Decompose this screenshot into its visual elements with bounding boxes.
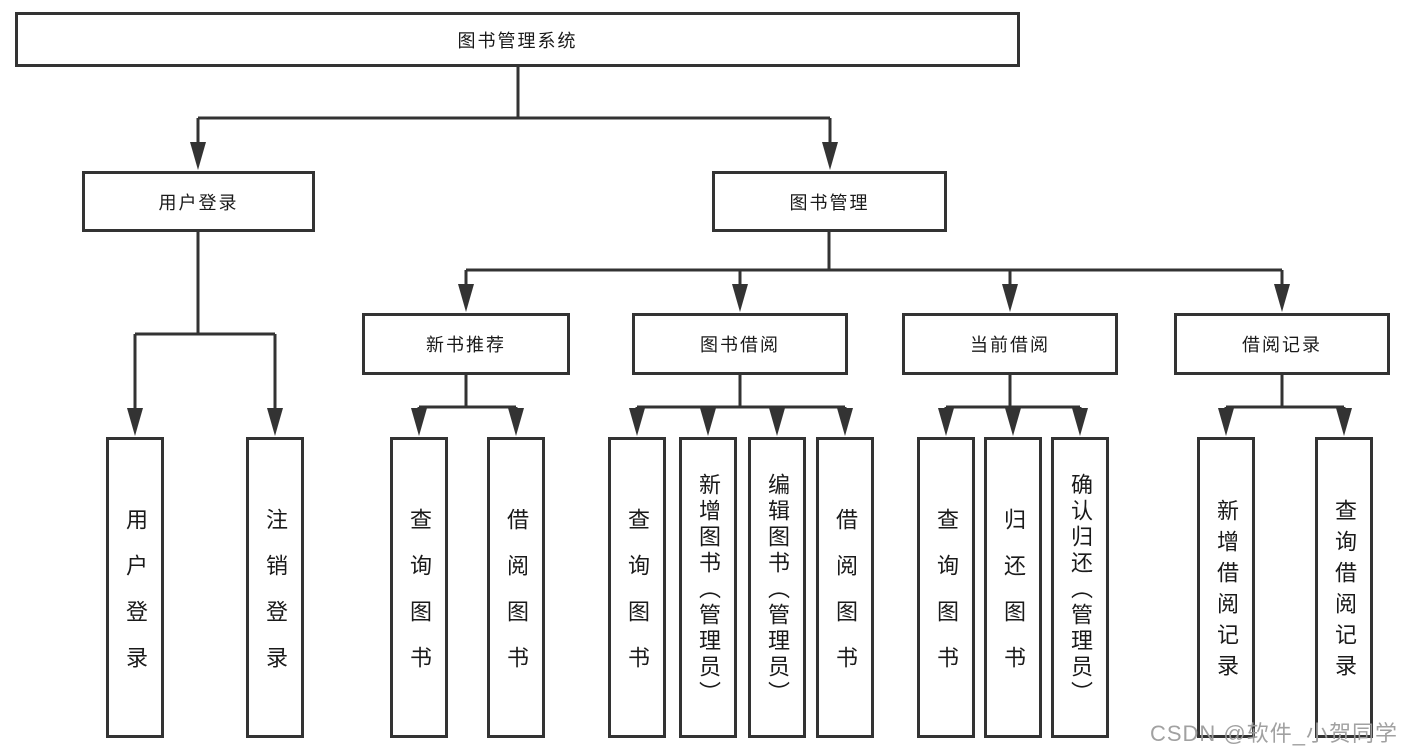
node-leaf-query-books-borrow: 查询图书 [608, 437, 666, 738]
node-leaf-add-borrow-record: 新增借阅记录 [1197, 437, 1255, 738]
csdn-watermark: CSDN @软件_小贺同学 [1149, 721, 1398, 746]
node-leaf-query-books-borrow-label: 查询图书 [625, 507, 650, 692]
node-new-book-recommend-label: 新书推荐 [426, 335, 506, 355]
node-leaf-query-books-current-label: 查询图书 [934, 507, 959, 692]
node-user-login-label: 用户登录 [158, 192, 239, 213]
arrow-heads [127, 142, 1352, 436]
node-leaf-query-borrow-record: 查询借阅记录 [1315, 437, 1373, 738]
node-borrow-records: 借阅记录 [1174, 313, 1390, 375]
node-leaf-borrow-books: 借阅图书 [816, 437, 874, 738]
node-leaf-add-books-admin-label: 新增图书（管理员） [696, 472, 721, 707]
node-leaf-confirm-return-admin-label: 确认归还（管理员） [1068, 472, 1093, 707]
node-leaf-return-books-label: 归还图书 [1001, 507, 1026, 692]
node-leaf-query-borrow-record-label: 查询借阅记录 [1332, 499, 1357, 685]
node-library-system: 图书管理系统 [15, 12, 1020, 67]
node-leaf-borrow-books-recommend: 借阅图书 [487, 437, 545, 738]
node-leaf-logout-label: 注销登录 [263, 507, 288, 692]
node-leaf-logout: 注销登录 [246, 437, 304, 738]
node-user-login: 用户登录 [82, 171, 315, 232]
node-leaf-query-books-recommend-label: 查询图书 [407, 507, 432, 692]
node-leaf-user-login: 用户登录 [106, 437, 164, 738]
node-leaf-return-books: 归还图书 [984, 437, 1042, 738]
node-leaf-edit-books-admin: 编辑图书（管理员） [748, 437, 806, 738]
node-leaf-borrow-books-recommend-label: 借阅图书 [504, 507, 529, 692]
node-new-book-recommend: 新书推荐 [362, 313, 570, 375]
node-borrow-records-label: 借阅记录 [1242, 335, 1322, 355]
node-library-system-label: 图书管理系统 [457, 30, 578, 51]
node-book-borrow: 图书借阅 [632, 313, 848, 375]
node-book-borrow-label: 图书借阅 [700, 335, 780, 355]
node-current-borrow-label: 当前借阅 [970, 335, 1050, 355]
node-leaf-borrow-books-label: 借阅图书 [833, 507, 858, 692]
node-current-borrow: 当前借阅 [902, 313, 1118, 375]
node-leaf-add-books-admin: 新增图书（管理员） [679, 437, 737, 738]
node-leaf-edit-books-admin-label: 编辑图书（管理员） [765, 472, 790, 707]
node-book-management: 图书管理 [712, 171, 947, 232]
node-book-management-label: 图书管理 [789, 192, 870, 213]
node-leaf-query-books-current: 查询图书 [917, 437, 975, 738]
node-leaf-confirm-return-admin: 确认归还（管理员） [1051, 437, 1109, 738]
node-leaf-add-borrow-record-label: 新增借阅记录 [1214, 499, 1239, 685]
node-leaf-user-login-label: 用户登录 [123, 507, 148, 692]
node-leaf-query-books-recommend: 查询图书 [390, 437, 448, 738]
